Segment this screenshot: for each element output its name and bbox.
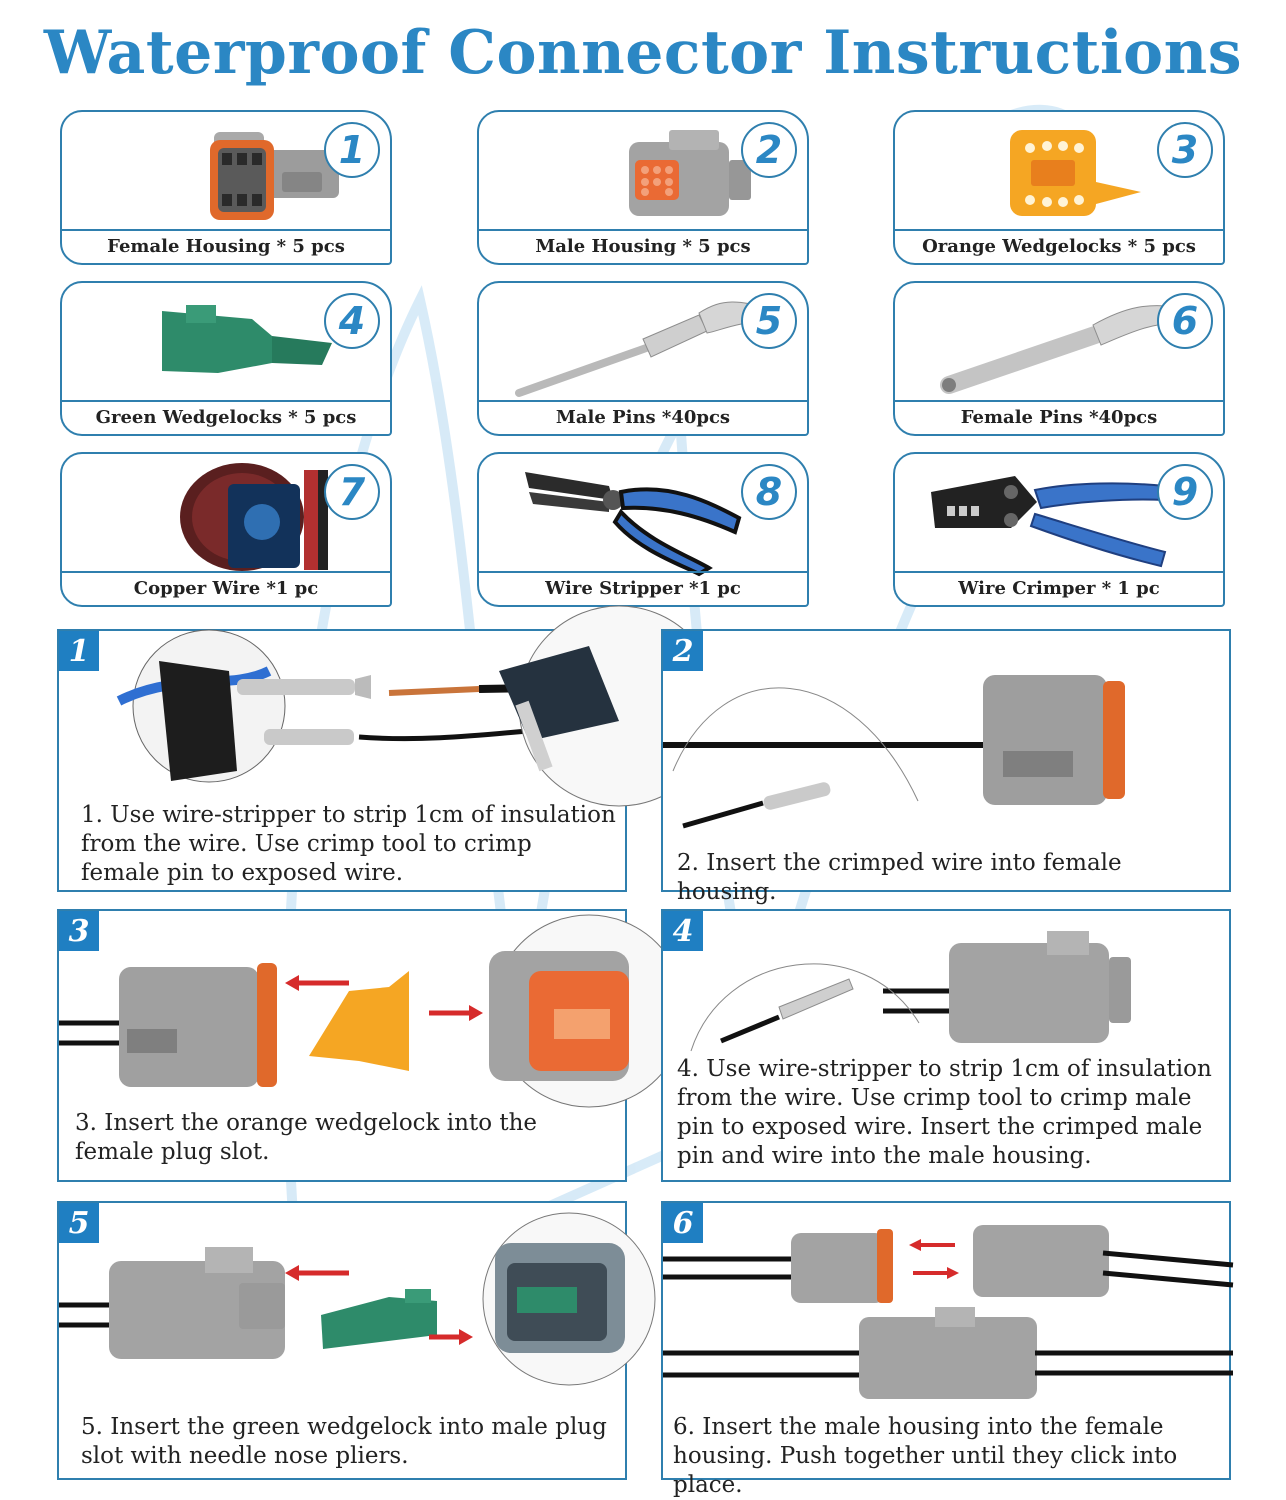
item-label: Green Wedgelocks * 5 pcs bbox=[62, 400, 390, 434]
item-label: Male Housing * 5 pcs bbox=[479, 229, 807, 263]
female-pin-image bbox=[940, 305, 1188, 394]
item-label: Female Housing * 5 pcs bbox=[62, 229, 390, 263]
item-label: Copper Wire *1 pc bbox=[62, 571, 390, 605]
step-1-panel: 1 1. Use wire-stripper to strip 1cm of i… bbox=[57, 605, 720, 892]
step-4-illustration bbox=[690, 931, 1131, 1052]
item-label: Wire Crimper * 1 pc bbox=[895, 571, 1223, 605]
step-4-text: 4. Use wire-stripper to strip 1cm of ins… bbox=[677, 1056, 1212, 1169]
female-housing-image bbox=[210, 132, 339, 220]
item-number-badge: 4 bbox=[324, 293, 380, 349]
step-5-text: 5. Insert the green wedgelock into male … bbox=[81, 1414, 607, 1469]
item-number-badge: 8 bbox=[741, 464, 797, 520]
item-card-wire-stripper: 8 Wire Stripper *1 pc bbox=[477, 452, 809, 607]
item-card-wire-crimper: 9 Wire Crimper * 1 pc bbox=[893, 452, 1225, 607]
item-card-male-housing: 2 Male Housing * 5 pcs bbox=[477, 110, 809, 265]
item-label: Wire Stripper *1 pc bbox=[479, 571, 807, 605]
item-card-female-housing: 1 Female Housing * 5 pcs bbox=[60, 110, 392, 265]
wire-stripper-icon bbox=[525, 472, 742, 577]
item-card-green-wedgelock: 4 Green Wedgelocks * 5 pcs bbox=[60, 281, 392, 436]
item-number-badge: 7 bbox=[324, 464, 380, 520]
step-2-panel: 2 2. Insert the crimped wire into female… bbox=[661, 629, 1231, 905]
male-pin-image bbox=[515, 301, 775, 397]
item-card-copper-wire: 7 Copper Wire *1 pc bbox=[60, 452, 392, 607]
step-5-panel: 5 5. Insert the green wedgelock into mal… bbox=[57, 1201, 656, 1480]
item-label: Female Pins *40pcs bbox=[895, 400, 1223, 434]
step-2-text: 2. Insert the crimped wire into female h… bbox=[677, 850, 1122, 905]
step-4-panel: 4 4. Use wire-stripper to strip 1cm of i… bbox=[661, 909, 1231, 1182]
step-1-text: 1. Use wire-stripper to strip 1cm of ins… bbox=[81, 802, 616, 886]
copper-wire-spool-image bbox=[180, 463, 328, 571]
step-number-badge: 6 bbox=[663, 1203, 703, 1243]
step-6-illustration bbox=[663, 1225, 1234, 1399]
orange-wedgelock-image bbox=[1010, 130, 1141, 216]
item-number-badge: 3 bbox=[1157, 122, 1213, 178]
item-label: Orange Wedgelocks * 5 pcs bbox=[895, 229, 1223, 263]
item-card-male-pins: 5 Male Pins *40pcs bbox=[477, 281, 809, 436]
item-card-female-pins: 6 Female Pins *40pcs bbox=[893, 281, 1225, 436]
step-6-text: 6. Insert the male housing into the fema… bbox=[673, 1414, 1178, 1498]
male-housing-image bbox=[629, 130, 751, 216]
item-number-badge: 1 bbox=[324, 122, 380, 178]
green-wedgelock-image bbox=[162, 305, 332, 373]
step-3-illustration bbox=[59, 914, 686, 1108]
item-number-badge: 5 bbox=[741, 293, 797, 349]
item-label: Male Pins *40pcs bbox=[479, 400, 807, 434]
page-title: Waterproof Connector Instructions bbox=[43, 18, 1243, 88]
step-6-panel: 6 6. Insert the male housing into the fe… bbox=[661, 1201, 1234, 1498]
item-number-badge: 6 bbox=[1157, 293, 1213, 349]
step-number-badge: 4 bbox=[663, 911, 703, 951]
step-number-badge: 5 bbox=[59, 1203, 99, 1243]
step-2-illustration bbox=[663, 675, 1125, 829]
step-3-panel: 3 3. Insert the orange wedgelock into th… bbox=[57, 909, 686, 1182]
step-number-badge: 2 bbox=[663, 631, 703, 671]
item-number-badge: 2 bbox=[741, 122, 797, 178]
step-5-illustration bbox=[59, 1212, 656, 1386]
step-number-badge: 3 bbox=[59, 911, 99, 951]
step-3-text: 3. Insert the orange wedgelock into the … bbox=[75, 1110, 538, 1165]
step-number-badge: 1 bbox=[59, 631, 99, 671]
item-card-orange-wedgelock: 3 Orange Wedgelocks * 5 pcs bbox=[893, 110, 1225, 265]
wire-crimper-icon bbox=[931, 476, 1167, 568]
step-1-illustration bbox=[116, 605, 720, 807]
item-number-badge: 9 bbox=[1157, 464, 1213, 520]
